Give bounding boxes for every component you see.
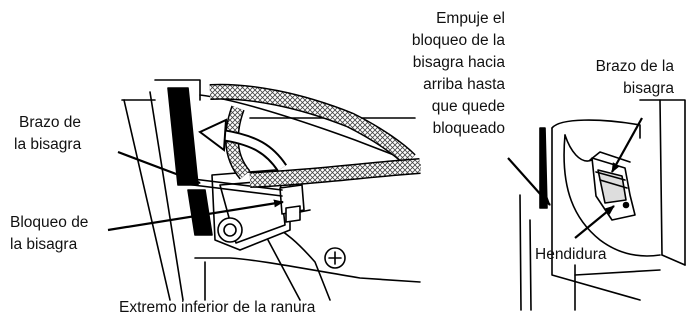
label-push-line3: bisagra hacia xyxy=(413,54,506,71)
label-push-line1: Empuje el xyxy=(436,10,505,27)
left-leader-lines xyxy=(107,150,284,232)
left-illustration xyxy=(121,79,421,301)
label-hinge-lock-line1: Bloqueo de xyxy=(10,214,88,231)
label-hinge-arm-left-line1: Brazo de xyxy=(19,114,81,131)
direction-arrow xyxy=(198,118,287,172)
label-push-line5: que quede xyxy=(432,98,505,115)
label-push-line4: arriba hasta xyxy=(423,76,505,93)
label-hinge-arm-right-line2: bisagra xyxy=(623,80,674,97)
left-labels: Brazo de la bisagra Bloqueo de la bisagr… xyxy=(10,114,316,316)
label-notch: Hendidura xyxy=(535,246,607,263)
caption-slot-bottom: Extremo inferior de la ranura xyxy=(119,299,316,316)
right-leader-lines xyxy=(507,117,643,239)
label-push-line6: bloqueado xyxy=(433,120,505,137)
label-hinge-arm-right-line1: Brazo de la xyxy=(596,58,675,75)
door-gasket xyxy=(209,83,421,188)
label-hinge-arm-left-line2: la bisagra xyxy=(14,136,82,153)
right-labels: Empuje el bloqueo de la bisagra hacia ar… xyxy=(412,10,674,263)
label-push-line2: bloqueo de la xyxy=(412,32,505,49)
label-hinge-lock-line2: la bisagra xyxy=(10,236,78,253)
right-illustration xyxy=(519,99,686,311)
